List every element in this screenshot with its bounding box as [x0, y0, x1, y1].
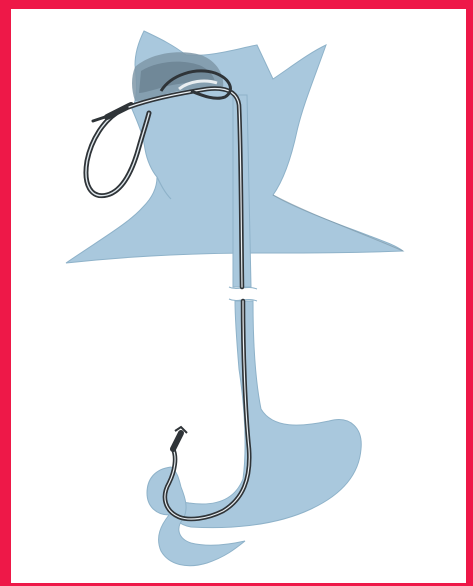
- tube-tip: [173, 433, 181, 449]
- tube-connector-cap: [93, 117, 105, 121]
- illustration-panel: [11, 9, 466, 583]
- oesophagus-and-stomach: [169, 301, 361, 528]
- nasogastric-tube-diagram: [11, 9, 466, 583]
